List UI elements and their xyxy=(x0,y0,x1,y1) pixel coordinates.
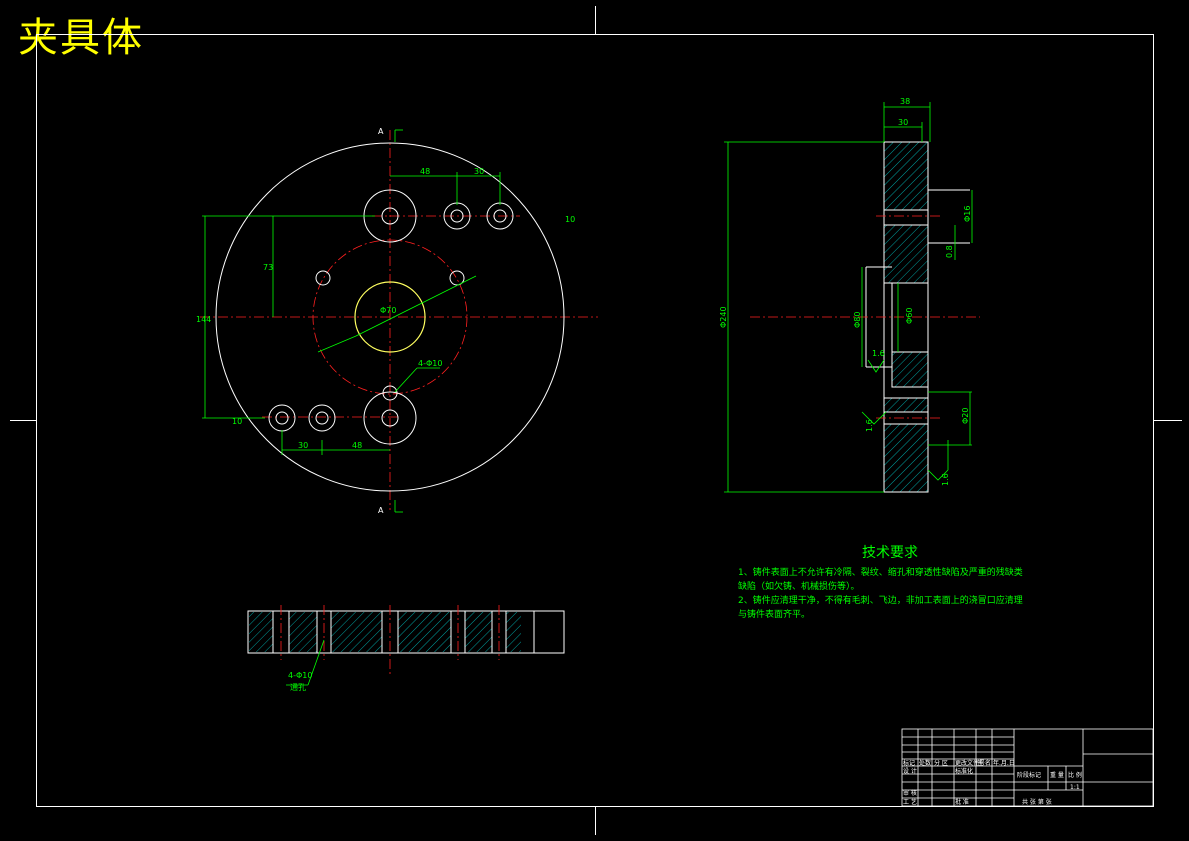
side-view: 38 30 Φ240 Φ80 Φ60 Φ16 Φ20 1.6 1.6 1.6 0… xyxy=(719,97,980,493)
tb-r2d: 重 量 xyxy=(1050,771,1064,779)
tb-c4: 更改文件号 xyxy=(955,759,985,767)
tb-r2c: 阶段标记 xyxy=(1017,771,1041,779)
tech-line-4: 与铸件表面齐平。 xyxy=(738,610,811,620)
front-view: A A 48 30 30 48 73 144 10 10 Φ70 4-Φ10 xyxy=(196,127,598,515)
tb-c2: 处数 xyxy=(919,759,931,767)
roughness-d: 0.8 xyxy=(945,245,954,258)
tb-c3: 分 区 xyxy=(934,759,948,767)
dim-dia-center: Φ70 xyxy=(380,306,396,315)
tb-r4c: 共 张 第 张 xyxy=(1022,798,1052,806)
dim-16: Φ16 xyxy=(963,206,972,222)
title-block xyxy=(901,728,1154,807)
section-marks xyxy=(394,129,403,513)
dim-10-right: 10 xyxy=(565,215,575,224)
dim-dia-bore: Φ60 xyxy=(905,308,914,324)
dim-dia-mid: Φ80 xyxy=(853,312,862,328)
dim-38: 38 xyxy=(900,97,910,106)
title-block-text: 标记 处数 分 区 更改文件号 签 名 年.月.日 设 计 标准化 阶段标记 重… xyxy=(903,759,1082,806)
section-note-1: 4-Φ10 xyxy=(288,671,312,680)
sheet-frame xyxy=(10,6,1182,835)
tb-r3a: 审 核 xyxy=(903,789,917,797)
tech-requirements-heading: 技术要求 xyxy=(862,545,918,561)
dim-30-side: 30 xyxy=(898,118,908,127)
drawing-title: 夹具体 xyxy=(18,15,144,61)
tb-r4b: 批 准 xyxy=(955,798,969,806)
tech-requirements-body: 1、铸件表面上不允许有冷隔、裂纹、缩孔和穿透性缺陷及严重的残缺类 缺陷（如欠铸、… xyxy=(738,566,1058,622)
tb-r2e: 比 例 xyxy=(1068,771,1082,779)
tb-r4a: 工 艺 xyxy=(903,798,917,806)
dim-48-bottom: 48 xyxy=(352,441,362,450)
tb-r2b: 标准化 xyxy=(955,767,973,775)
dim-dia-large: Φ240 xyxy=(719,306,728,328)
roughness-c: 1.6 xyxy=(941,473,950,486)
tb-r2a: 设 计 xyxy=(903,767,917,775)
tb-c5: 签 名 xyxy=(977,759,991,767)
section-view: 4-Φ10 通孔 xyxy=(247,605,565,692)
dim-144: 144 xyxy=(196,315,211,324)
tb-c1: 标记 xyxy=(903,759,915,767)
dim-48-top: 48 xyxy=(420,167,430,176)
tech-line-3: 2、铸件应清理干净，不得有毛刺、飞边，非加工表面上的浇冒口应清理 xyxy=(738,596,1023,606)
dim-20: Φ20 xyxy=(961,408,970,424)
section-label-bottom: A xyxy=(378,506,384,515)
tech-line-2: 缺陷（如欠铸、机械损伤等）。 xyxy=(738,582,860,592)
roughness-b: 1.6 xyxy=(865,419,874,432)
tech-line-1: 1、铸件表面上不允许有冷隔、裂纹、缩孔和穿透性缺陷及严重的残缺类 xyxy=(738,568,1023,578)
dim-30-top: 30 xyxy=(474,167,484,176)
dim-73: 73 xyxy=(263,263,273,272)
dim-30-bottom: 30 xyxy=(298,441,308,450)
tb-scale: 1:1 xyxy=(1070,784,1080,791)
roughness-a: 1.6 xyxy=(872,349,885,358)
section-label-top: A xyxy=(378,127,384,136)
dim-holes-4: 4-Φ10 xyxy=(418,359,442,368)
section-note-2: 通孔 xyxy=(290,682,306,692)
dim-10-left: 10 xyxy=(232,417,242,426)
tb-c6: 年.月.日 xyxy=(993,759,1015,767)
